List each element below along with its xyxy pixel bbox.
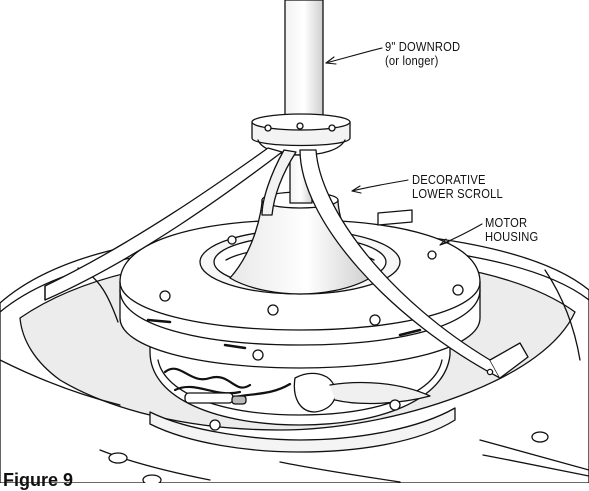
label-motor-line-2: HOUSING — [485, 229, 539, 244]
figure-caption: Figure 9 — [3, 470, 74, 490]
callout-leaders — [326, 48, 482, 245]
label-downrod-line-2: (or longer) — [385, 53, 439, 68]
downrod — [285, 0, 323, 203]
scroll-hub — [252, 114, 350, 155]
label-decorative-scroll: DECORATIVE LOWER SCROLL — [412, 173, 503, 201]
lower-housing — [100, 408, 548, 483]
label-downrod-line-1: 9" DOWNROD — [385, 39, 461, 54]
label-scroll-line-2: LOWER SCROLL — [412, 186, 503, 201]
mounting-tab — [378, 210, 412, 225]
label-motor-housing: MOTOR HOUSING — [485, 216, 538, 244]
label-scroll-line-1: DECORATIVE — [412, 172, 486, 187]
decorative-scroll-back — [262, 150, 296, 215]
label-motor-line-1: MOTOR — [485, 215, 528, 230]
decorative-scroll-right — [300, 150, 528, 378]
label-downrod: 9" DOWNROD (or longer) — [385, 40, 460, 68]
decorative-scroll-left — [45, 148, 282, 300]
